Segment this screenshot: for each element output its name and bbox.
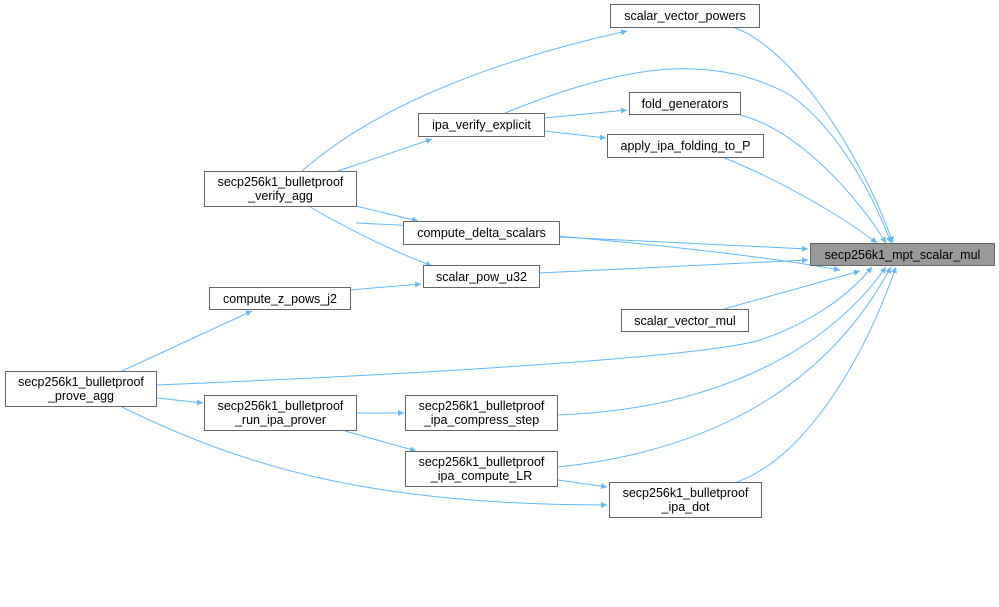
edge-run-to-lr [344,430,417,453]
node-label: compute_z_pows_j2 [223,291,337,306]
node-fold-generators[interactable]: fold_generators [629,92,741,115]
node-label: secp256k1_bulletproof [18,375,144,389]
node-label: _verify_agg [248,189,313,203]
node-secp256k1-bulletproof-prove-agg[interactable]: secp256k1_bulletproof_prove_agg [5,371,157,407]
edge-verify-to-ive [337,138,433,172]
node-compute-delta-scalars[interactable]: compute_delta_scalars [403,221,560,245]
edge-dot-to-target [736,266,897,483]
node-apply-ipa-folding-to-P[interactable]: apply_ipa_folding_to_P [607,134,764,158]
node-label: scalar_pow_u32 [435,269,528,284]
node-label: secp256k1_bulletproof [418,455,545,469]
node-label: _ipa_compress_step [423,413,540,427]
edge-verify-to-delta [355,205,419,223]
node-label: fold_generators [641,96,729,111]
node-label: scalar_vector_mul [634,313,736,328]
node-label: _run_ipa_prover [234,413,327,427]
edge-pow-to-target [538,257,809,274]
edge-lr-to-target [557,266,892,468]
edge-svm-to-target [723,269,861,310]
edge-prove-to-zpows [121,310,253,372]
node-scalar-vector-mul[interactable]: scalar_vector_mul [621,309,749,332]
node-label: scalar_vector_powers [624,9,746,23]
node-label: secp256k1_bulletproof [217,175,344,189]
node-label: compute_delta_scalars [417,226,546,240]
node-scalar-vector-powers[interactable]: scalar_vector_powers [610,4,760,28]
edge-zpows-to-pow [349,281,422,291]
node-label: apply_ipa_folding_to_P [620,139,751,153]
edge-ive-to-fold [543,107,628,119]
node-label: secp256k1_mpt_scalar_mul [824,247,981,262]
node-label: secp256k1_bulletproof [622,486,749,500]
edge-compress-to-target [557,266,887,416]
node-label: _ipa_dot [661,500,710,514]
edge-lr-to-dot [557,479,608,490]
node-secp256k1-mpt-scalar-mul[interactable]: secp256k1_mpt_scalar_mul [810,243,995,266]
edge-prove-to-target [156,266,873,386]
node-secp256k1-bulletproof-ipa-compute-LR[interactable]: secp256k1_bulletproof_ipa_compute_LR [405,451,558,487]
edge-svp-to-target [731,26,894,244]
node-secp256k1-bulletproof-run-ipa-prover[interactable]: secp256k1_bulletproof_run_ipa_prover [204,395,357,431]
edge-delta-to-target [558,236,809,252]
node-label: secp256k1_bulletproof [418,399,545,413]
node-secp256k1-bulletproof-ipa-dot[interactable]: secp256k1_bulletproof_ipa_dot [609,482,762,518]
edge-prove-to-dot [121,406,608,508]
node-ipa-verify-explicit[interactable]: ipa_verify_explicit [418,113,545,137]
node-compute-z-pows-j2[interactable]: compute_z_pows_j2 [209,287,351,310]
node-scalar-pow-u32[interactable]: scalar_pow_u32 [423,265,540,288]
node-label: _ipa_compute_LR [430,469,533,483]
edge-verify-to-svp [301,29,628,172]
node-label: _prove_agg [47,389,115,403]
node-label: secp256k1_bulletproof [217,399,344,413]
edge-apply-to-target [721,156,878,244]
edge-fold-to-target [739,114,887,244]
edge-prove-to-run [156,397,204,406]
node-secp256k1-bulletproof-verify-agg[interactable]: secp256k1_bulletproof_verify_agg [204,171,357,207]
edge-ive-to-apply [543,130,607,141]
node-secp256k1-bulletproof-ipa-compress-step[interactable]: secp256k1_bulletproof_ipa_compress_step [405,395,558,431]
edge-ive-to-target [504,68,892,244]
edge-verify-to-pow [309,206,433,267]
node-label: ipa_verify_explicit [432,118,531,132]
